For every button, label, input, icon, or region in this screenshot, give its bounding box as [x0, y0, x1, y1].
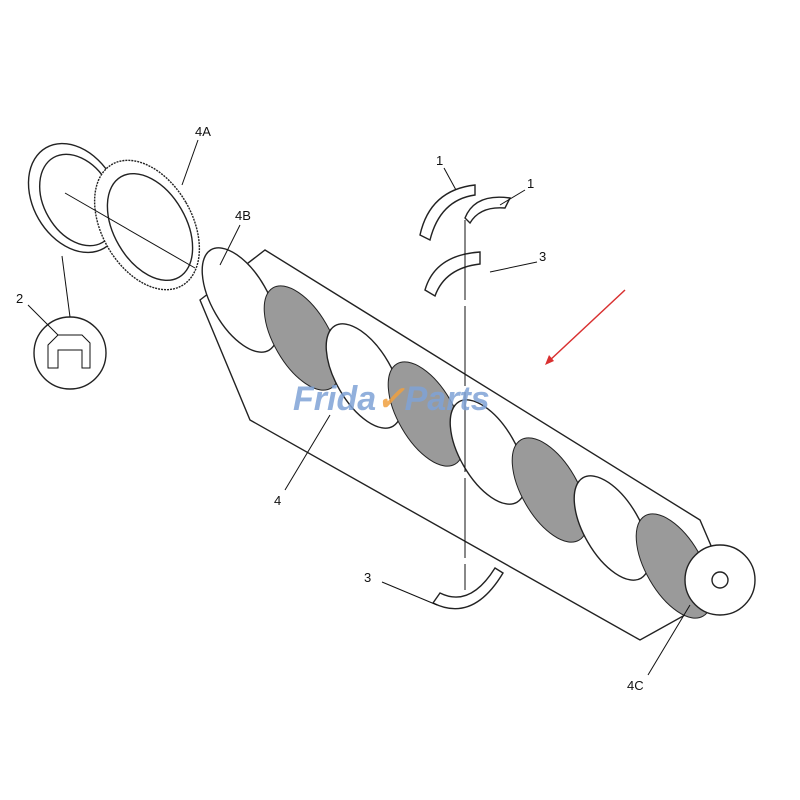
- callout-4b: 4B: [235, 208, 251, 223]
- crank-web: [263, 285, 341, 391]
- crank-web: [573, 475, 651, 581]
- bearing-shells: [419, 184, 512, 610]
- seal-detail-circle: [33, 255, 107, 390]
- ring-gear: [93, 159, 201, 291]
- callout-4: 4: [274, 493, 281, 508]
- svg-text:Frida✓Parts: Frida✓Parts: [293, 380, 490, 418]
- crank-web: [201, 247, 279, 353]
- pointer-arrow: [545, 289, 626, 365]
- callout-1b: 1: [527, 176, 534, 191]
- crankshaft: [199, 247, 756, 641]
- callout-2: 2: [16, 291, 23, 306]
- callout-4a: 4A: [195, 124, 211, 139]
- callout-4c: 4C: [627, 678, 644, 693]
- callout-3-lower: 3: [364, 570, 371, 585]
- callout-1a: 1: [436, 153, 443, 168]
- crank-web: [511, 437, 589, 543]
- crank-web: [325, 323, 403, 429]
- crank-web: [449, 399, 527, 505]
- crank-web: [387, 361, 465, 467]
- callout-3-upper: 3: [539, 249, 546, 264]
- fridayparts-watermark-logo: Frida✓Parts: [293, 380, 490, 418]
- leader-lines: [27, 139, 691, 676]
